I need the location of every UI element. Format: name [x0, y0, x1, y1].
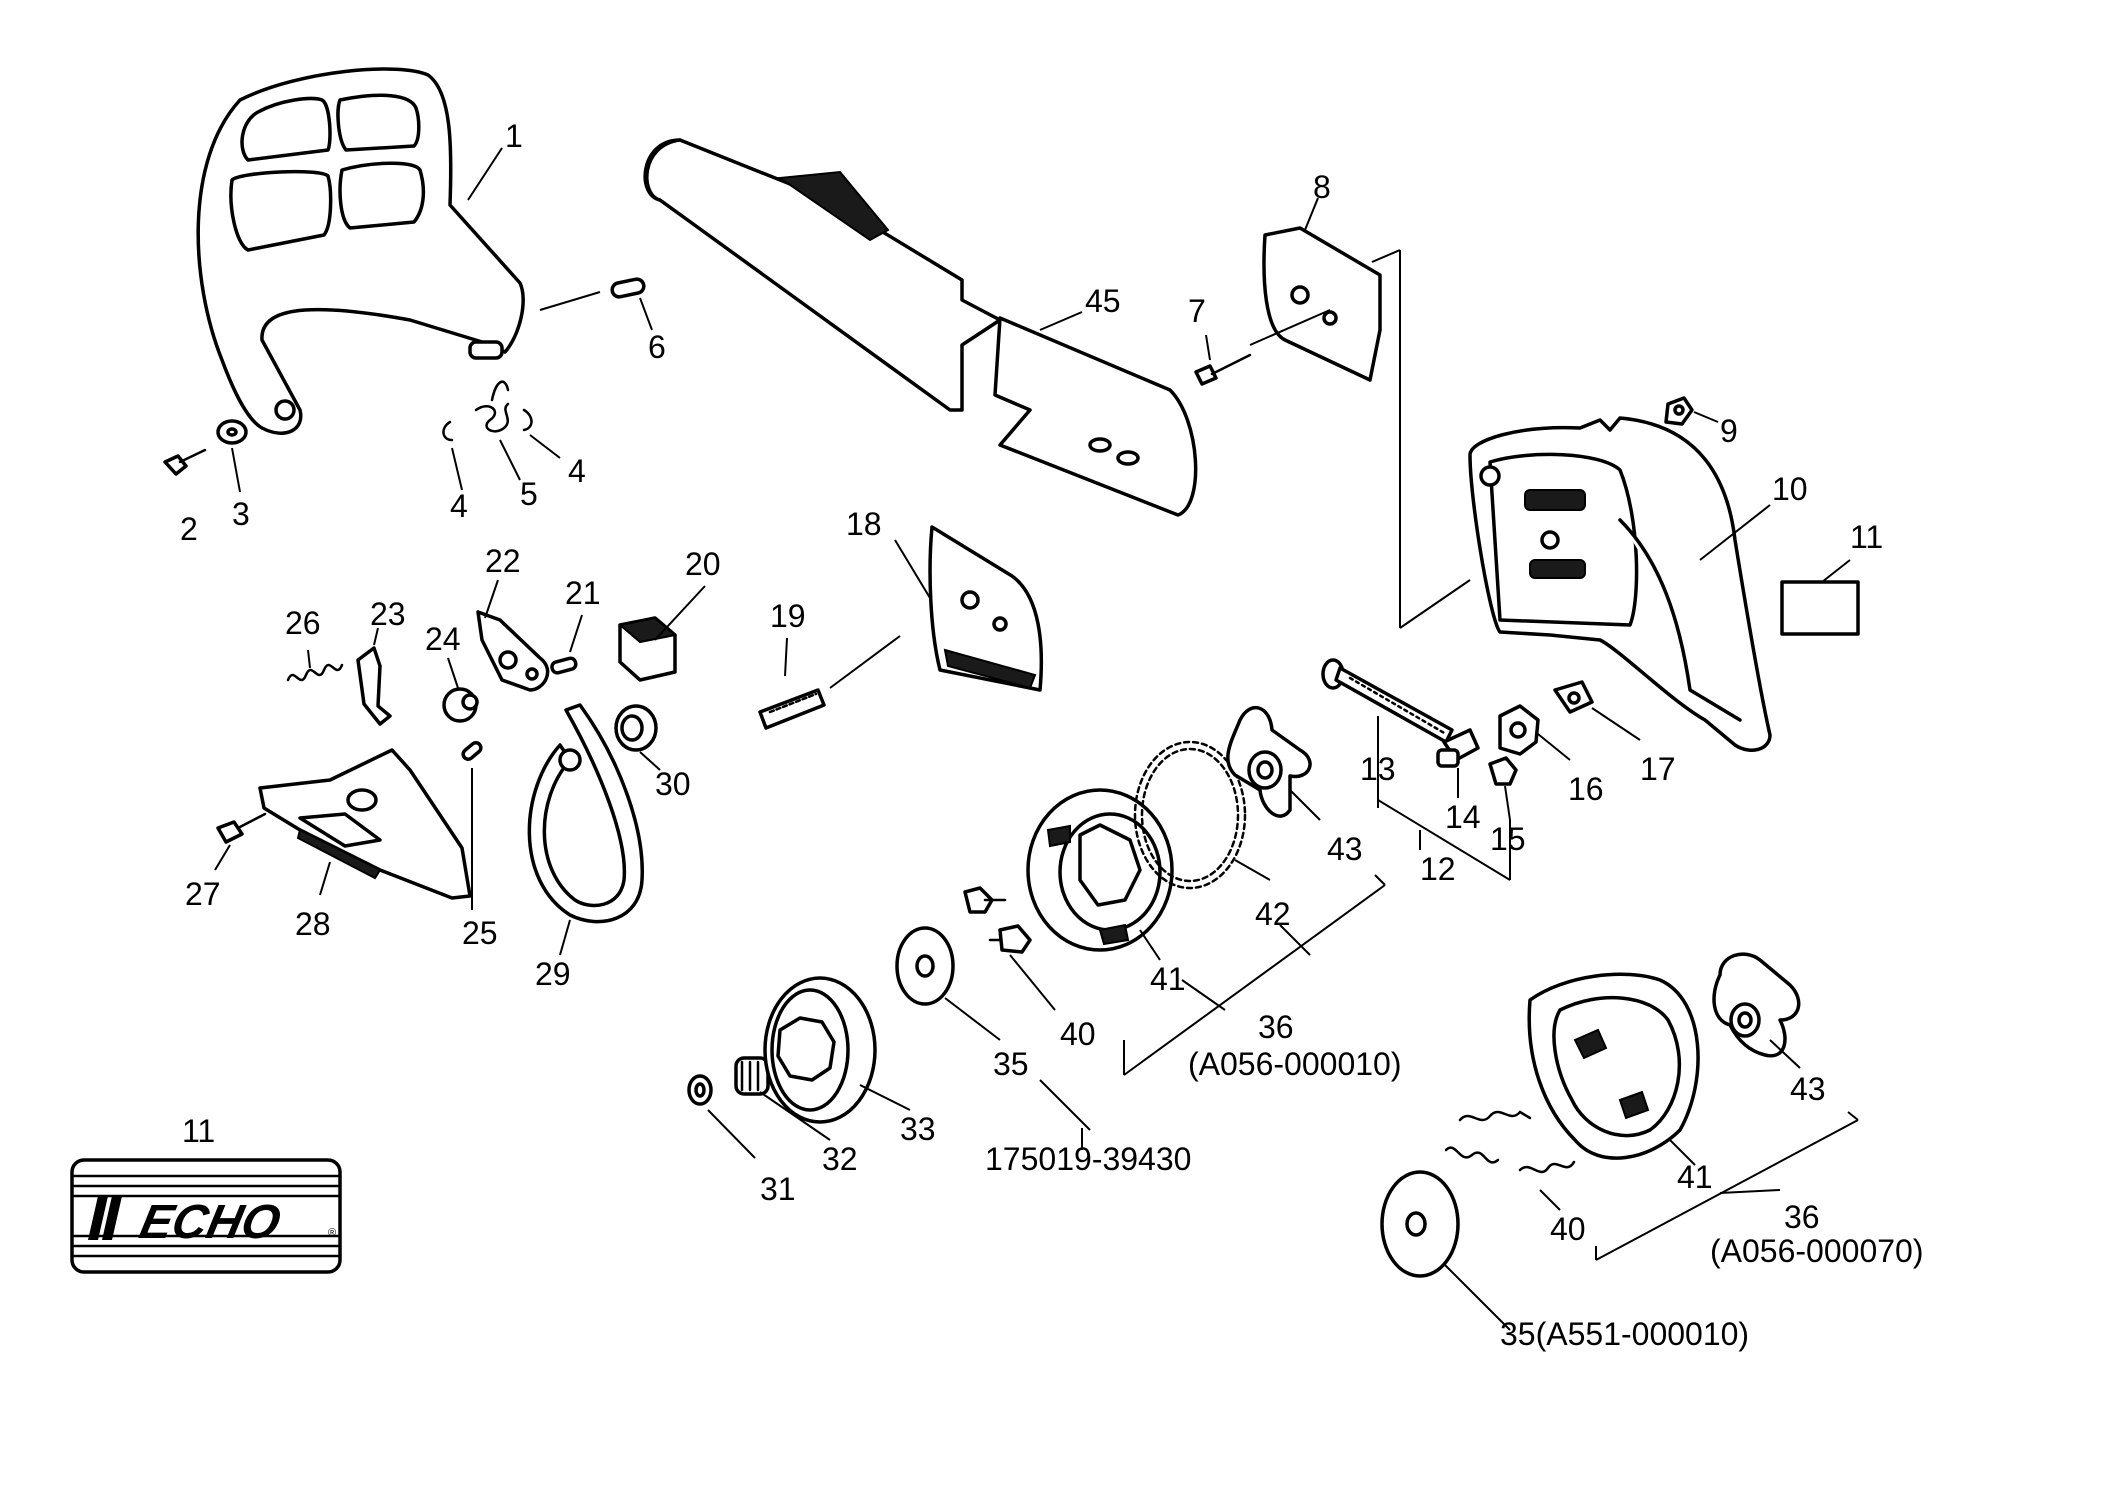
callout-22: 22 [485, 543, 521, 579]
bracket-17 [1553, 680, 1594, 714]
label-11-small [1780, 580, 1860, 636]
callout-43a: 43 [1327, 831, 1363, 867]
callout-36a-code: (A056-000010) [1188, 1046, 1401, 1082]
callout-28: 28 [295, 906, 331, 942]
screw-27 [216, 812, 267, 844]
pin-25 [461, 741, 483, 761]
callout-41b: 41 [1677, 1159, 1713, 1195]
sprocket-kit-number: 175019-39430 [985, 1141, 1191, 1177]
callout-41a: 41 [1150, 961, 1186, 997]
callout-45: 45 [1085, 283, 1121, 319]
callout-23: 23 [370, 596, 406, 632]
stud-19 [758, 688, 826, 730]
clutch-shoe-41 [1026, 788, 1174, 952]
callout-42: 42 [1255, 896, 1291, 932]
callout-17: 17 [1640, 751, 1676, 787]
callout-36b-code: (A056-000070) [1710, 1233, 1923, 1269]
callout-35b: 35(A551-000010) [1500, 1316, 1749, 1352]
callout-4a: 4 [450, 488, 468, 524]
clutch-spring-40 [963, 886, 1032, 954]
collar-24 [442, 687, 479, 723]
washer-15 [1488, 756, 1518, 786]
callout-14: 14 [1445, 799, 1481, 835]
callout-3: 3 [232, 496, 250, 532]
callout-2: 2 [180, 511, 198, 547]
sprocket-drum-33 [763, 976, 877, 1124]
sprocket-cover-10 [1468, 416, 1772, 752]
clutch-hub-43 [1226, 705, 1312, 818]
clutch-shoe-41-alt [1527, 972, 1700, 1160]
lever-23 [356, 646, 392, 726]
callout-29: 29 [535, 956, 571, 992]
callout-21: 21 [565, 575, 601, 611]
brake-cover-28 [258, 748, 472, 900]
callout-40a: 40 [1060, 1016, 1096, 1052]
lever-22 [476, 610, 550, 692]
echo-logo: ECHO [135, 1195, 285, 1248]
front-handle [196, 67, 525, 435]
clutch-springs-40-alt [1444, 1110, 1576, 1174]
bushing-30 [614, 704, 658, 752]
callout-15: 15 [1490, 821, 1526, 857]
callout-7: 7 [1188, 293, 1206, 329]
screw-7 [1194, 353, 1252, 386]
callout-20: 20 [685, 546, 721, 582]
callout-43b: 43 [1790, 1071, 1826, 1107]
guide-bar-45 [643, 138, 1198, 517]
svg-text:®: ® [328, 1227, 336, 1239]
screw-2 [163, 448, 207, 476]
callout-35a: 35 [993, 1046, 1029, 1082]
spring-5 [474, 380, 510, 433]
gear-16 [1498, 704, 1540, 756]
callout-27: 27 [185, 876, 221, 912]
washer-35-alt [1380, 1170, 1460, 1278]
echo-decal: ECHO ® [70, 1158, 342, 1274]
clip-4-left [442, 420, 454, 442]
callout-11b: 11 [182, 1113, 215, 1149]
washer-31 [687, 1074, 713, 1106]
clutch-spring-ring-42 [1133, 740, 1247, 890]
callout-36b: 36 [1784, 1199, 1820, 1235]
callout-19: 19 [770, 598, 806, 634]
pin-6 [610, 277, 646, 299]
callout-8: 8 [1313, 169, 1331, 205]
callout-9: 9 [1720, 413, 1738, 449]
callout-32: 32 [822, 1141, 858, 1177]
washer-3 [216, 419, 248, 445]
callout-31: 31 [760, 1171, 796, 1207]
outer-plate-8 [1262, 226, 1382, 382]
callout-11a: 11 [1850, 519, 1883, 555]
washer-35 [895, 926, 955, 1006]
callout-10: 10 [1772, 471, 1808, 507]
adjuster-bolt-13 [1321, 658, 1454, 744]
brake-band-29 [527, 703, 644, 924]
callout-33: 33 [900, 1111, 936, 1147]
spring-26 [286, 663, 344, 682]
pin-21 [550, 656, 578, 675]
nut-9 [1664, 396, 1694, 426]
callout-40b: 40 [1550, 1211, 1586, 1247]
callout-16: 16 [1568, 771, 1604, 807]
callout-13: 13 [1360, 751, 1396, 787]
callout-5: 5 [520, 476, 538, 512]
callout-18: 18 [846, 506, 882, 542]
block-20 [617, 616, 678, 682]
needle-bearing-32 [734, 1056, 770, 1096]
callout-30: 30 [655, 766, 691, 802]
callout-12: 12 [1420, 851, 1456, 887]
callout-6: 6 [648, 329, 666, 365]
callout-24: 24 [425, 621, 461, 657]
callout-26: 26 [285, 605, 321, 641]
clip-4-right [522, 408, 533, 432]
callout-1: 1 [505, 118, 523, 154]
adjuster-nut-14 [1436, 728, 1480, 768]
clutch-hub-43-alt [1712, 952, 1801, 1058]
inner-plate-18 [928, 525, 1044, 692]
callout-4b: 4 [568, 453, 586, 489]
callout-25: 25 [462, 915, 498, 951]
callout-36a: 36 [1258, 1009, 1294, 1045]
